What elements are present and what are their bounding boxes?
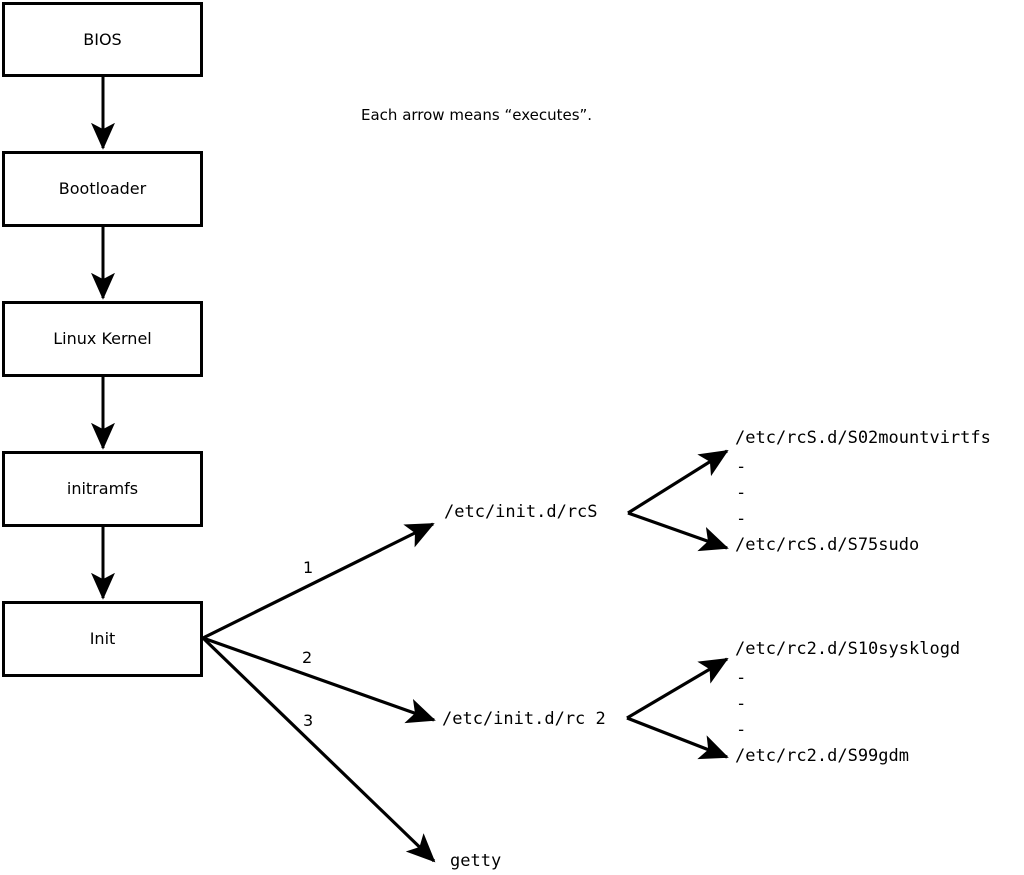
rc2-ellipsis-dash-2: - (736, 694, 747, 714)
rcs-ellipsis-dash-2: - (736, 483, 747, 503)
edge-number-1: 1 (303, 558, 314, 577)
edge-number-2: 2 (302, 648, 313, 667)
node-bootloader-label: Bootloader (58, 179, 147, 198)
node-linux-kernel[interactable]: Linux Kernel (2, 301, 203, 377)
node-rcs-script[interactable]: /etc/init.d/rcS (444, 502, 598, 522)
arrow-init-to-rc2 (202, 636, 436, 724)
node-bootloader[interactable]: Bootloader (2, 151, 203, 227)
node-initramfs[interactable]: initramfs (2, 451, 203, 527)
rc2-ellipsis-dash-1: - (736, 668, 747, 688)
node-rc2-first-script[interactable]: /etc/rc2.d/S10sysklogd (735, 639, 961, 659)
node-bios[interactable]: BIOS (2, 2, 203, 77)
node-initramfs-label: initramfs (66, 479, 139, 498)
rc2-ellipsis-dash-3: - (736, 720, 747, 740)
node-bios-label: BIOS (83, 29, 122, 49)
node-getty[interactable]: getty (450, 851, 502, 871)
edge-number-3: 3 (303, 711, 314, 730)
legend-caption: Each arrow means “executes”. (361, 106, 593, 124)
arrow-rcs-to-last-script (627, 511, 729, 552)
arrow-rc2-to-first-script (626, 657, 729, 720)
rcs-ellipsis-dash-1: - (736, 457, 747, 477)
arrow-init-to-getty (201, 636, 436, 863)
node-rcs-first-script[interactable]: /etc/rcS.d/S02mountvirtfs (735, 428, 991, 448)
arrow-init-to-rcs (202, 522, 435, 640)
node-rcs-last-script[interactable]: /etc/rcS.d/S75sudo (735, 535, 920, 555)
arrow-rc2-to-last-script (626, 716, 729, 760)
rcs-ellipsis-dash-3: - (736, 509, 747, 529)
arrow-rcs-to-first-script (627, 449, 729, 515)
node-linux-kernel-label: Linux Kernel (53, 329, 152, 348)
node-rc2-last-script[interactable]: /etc/rc2.d/S99gdm (735, 746, 909, 766)
node-rc2-script[interactable]: /etc/init.d/rc 2 (442, 709, 606, 729)
node-init[interactable]: Init (2, 601, 203, 677)
node-init-label: Init (89, 629, 116, 648)
